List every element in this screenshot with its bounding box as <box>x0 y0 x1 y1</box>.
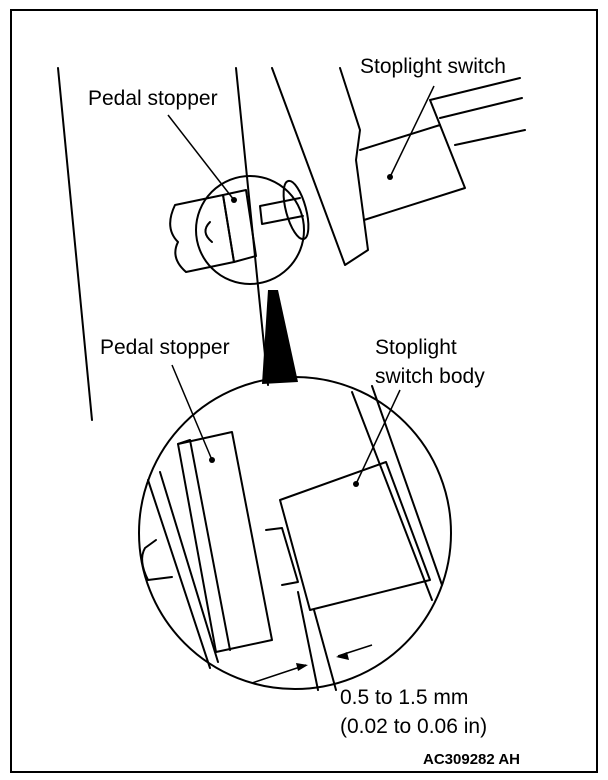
pedal-stopper-cap <box>169 194 235 273</box>
clearance-dim-left <box>251 664 307 684</box>
zoom-wedge <box>262 290 298 384</box>
stoplight-switch-leader <box>389 85 435 178</box>
detail-switch-body <box>279 461 431 611</box>
switch-body-label-line2: switch body <box>375 365 485 388</box>
detail-stopper-tab <box>141 539 173 581</box>
detail-view <box>138 376 452 691</box>
switch-body-label-line1: Stoplight <box>375 336 457 359</box>
detail-circle <box>138 376 452 690</box>
detail-pedal-stopper-label: Pedal stopper <box>100 336 230 359</box>
bracket <box>271 67 369 266</box>
switch-plunger <box>259 197 304 225</box>
detail-pedal-stopper-leader <box>171 364 213 461</box>
detail-arm-line-2 <box>159 471 219 663</box>
detail-arm-line-1 <box>147 479 211 669</box>
pedal-stopper-label: Pedal stopper <box>88 87 218 110</box>
clearance-metric-label: 0.5 to 1.5 mm <box>340 686 469 709</box>
detail-pedal-stopper-inner <box>177 439 231 651</box>
detail-housing-line-2 <box>371 385 443 586</box>
clearance-arrow-right <box>336 652 349 660</box>
magnify-circle <box>195 175 305 285</box>
pedal-stopper-top-leader <box>167 114 235 201</box>
clearance-imperial-label: (0.02 to 0.06 in) <box>340 715 488 738</box>
detail-plunger <box>265 527 299 586</box>
stoplight-switch-housing <box>359 124 466 221</box>
stoplight-switch-shaft <box>429 77 526 146</box>
detail-housing-line-1 <box>351 391 433 601</box>
overview-drawing <box>57 67 526 421</box>
pedal-arm-left-edge <box>57 67 93 421</box>
clearance-extension-left <box>297 591 319 691</box>
figure-code: AC309282 AH <box>423 751 520 768</box>
detail-switch-body-leader <box>355 389 401 485</box>
detail-pedal-stopper <box>177 431 273 653</box>
pedal-stopper-slot <box>204 221 213 243</box>
figure-frame <box>10 9 598 773</box>
clearance-arrow-left <box>296 663 308 671</box>
clearance-extension-right <box>313 609 337 691</box>
stoplight-switch-label: Stoplight switch <box>360 55 506 78</box>
